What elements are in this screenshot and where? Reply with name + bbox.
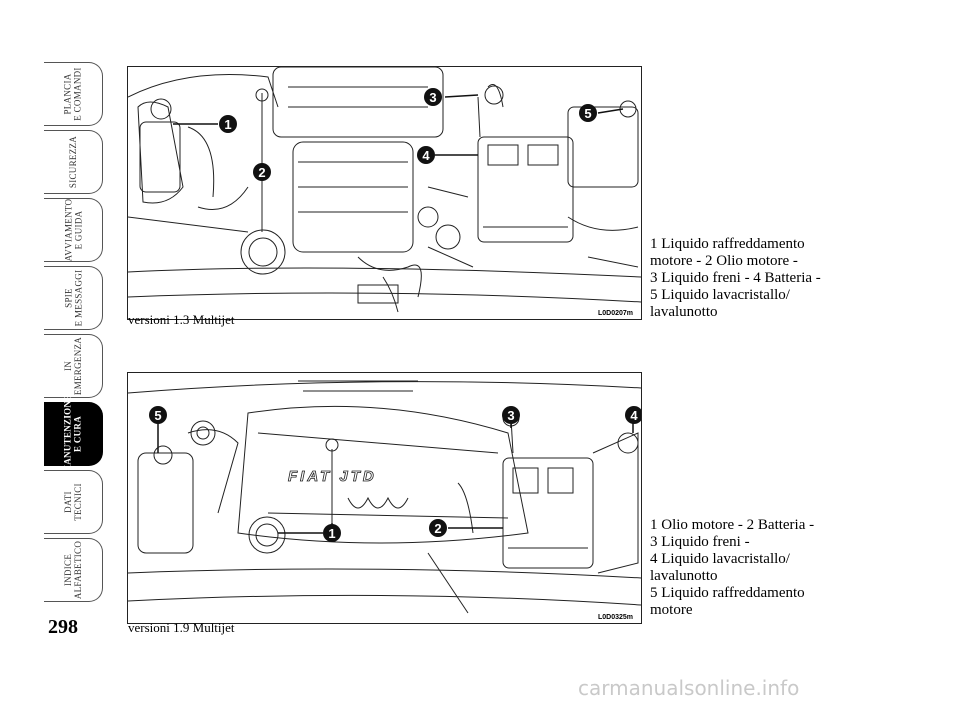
callout-5: 5 [154,408,161,423]
side-tab-plancia[interactable]: PLANCIA E COMANDI [44,62,103,126]
side-tab-avviamento[interactable]: AVVIAMENTO E GUIDA [44,198,103,262]
side-tab-label: SPIE E MESSAGGI [62,269,83,327]
side-tab-label: DATI TECNICI [62,483,83,521]
side-tab-label: INDICE ALFABETICO [63,540,83,600]
legend-line: 5 Liquido raffreddamento [650,585,805,601]
callout-3: 3 [429,90,436,105]
legend-line: motore [650,602,693,618]
legend-line: 3 Liquido freni - 4 Batteria - [650,270,821,286]
legend-line: 1 Olio motore - 2 Batteria - [650,517,815,533]
engine-bay-figure-1: 1 2 3 4 5 [127,66,642,320]
page-number: 298 [48,616,78,638]
engine-bay-figure-2: FIAT JTD 5 1 2 3 4 [127,372,642,624]
legend-line: 4 Liquido lavacristallo/ [650,551,790,567]
side-tab-label: AVVIAMENTO E GUIDA [63,198,84,262]
side-tab-spie[interactable]: SPIE E MESSAGGI [44,266,103,330]
side-tab-emergenza[interactable]: IN EMERGENZA [44,334,103,398]
legend-line: 5 Liquido lavacristallo/ [650,287,790,303]
legend-line: 3 Liquido freni - [650,534,750,550]
side-tab-dati-tecnici[interactable]: DATI TECNICI [44,470,103,534]
callout-1: 1 [224,117,231,132]
side-tab-manutenzione[interactable]: MANUTENZIONE E CURA [44,394,103,474]
callout-2: 2 [258,165,265,180]
figure-caption-2: versioni 1.9 Multijet [128,620,235,635]
side-tab-sicurezza[interactable]: SICUREZZA [44,130,103,194]
callout-3: 3 [507,408,514,423]
legend-line: 1 Liquido raffreddamento [650,236,805,252]
side-tab-label: IN EMERGENZA [63,336,84,396]
figure-legend-2: 1 Olio motore - 2 Batteria - 3 Liquido f… [650,517,860,619]
callout-2: 2 [434,521,441,536]
side-tab-indice[interactable]: INDICE ALFABETICO [44,538,103,602]
legend-line: lavalunotto [650,304,718,320]
legend-line: lavalunotto [650,568,718,584]
figure-code-1: L0D0207m [598,310,634,317]
watermark: carmanualsonline.info [578,676,800,700]
figure-legend-1: 1 Liquido raffreddamento motore - 2 Olio… [650,236,860,321]
side-tab-label: SICUREZZA [67,135,78,189]
callout-5: 5 [584,106,591,121]
engine-illustration-1: 1 2 3 4 5 [128,67,641,313]
legend-line: motore - 2 Olio motore - [650,253,798,269]
brand-label: FIAT JTD [288,468,377,485]
figure-caption-1: versioni 1.3 Multijet [128,312,235,327]
callout-4: 4 [630,408,638,423]
callout-1: 1 [328,526,335,541]
side-tab-label: PLANCIA E COMANDI [62,67,83,121]
engine-illustration-2: FIAT JTD 5 1 2 3 4 [128,380,641,614]
side-tab-label: MANUTENZIONE E CURA [63,394,84,474]
figure-code-2: L0D0325m [598,614,634,621]
callout-4: 4 [422,148,430,163]
